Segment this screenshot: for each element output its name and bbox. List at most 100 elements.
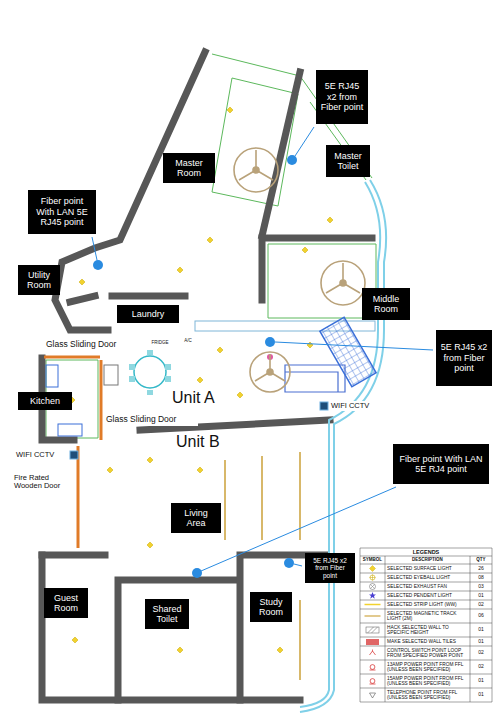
room-name: Kitchen [30, 396, 60, 406]
plan-label: Glass Sliding Door [46, 339, 142, 351]
glass-wall [300, 180, 386, 712]
room-name: Master Room [166, 158, 212, 179]
quantity-cell: 02 [471, 661, 491, 674]
quantity-cell: 06 [471, 610, 491, 623]
legend-text: TELEPHONE POINT FROM FFL (UNLESS BEEN SP… [387, 690, 469, 701]
quantity-cell: 02 [471, 647, 491, 660]
legend-symbol [366, 627, 379, 633]
legend-text: SELECTED SURFACE LIGHT [387, 566, 452, 571]
room-label-box: Laundry [117, 305, 179, 323]
quantity-cell: 08 [471, 574, 491, 582]
table-rule [360, 623, 492, 624]
plan-label: Unit B [176, 432, 236, 452]
surface-lights [69, 107, 333, 653]
room-label-box: Master Toilet [326, 145, 370, 177]
legend-row: HACK SELECTED WALL TO SPECIFIC HEIGHT [387, 623, 469, 637]
room-name: Laundry [132, 309, 165, 319]
room-name: Fiber point With LAN 5E RJ4 point [396, 454, 486, 475]
legend-text: 15AMP POWER POINT FROM FFL (UNLESS BEEN … [387, 676, 469, 687]
quantity-cell: 01 [471, 638, 491, 646]
table-rule [360, 702, 492, 703]
legend-symbol [370, 584, 376, 590]
table-rule [470, 556, 471, 702]
legend-symbols [365, 566, 381, 699]
quantity-cell: 01 [471, 675, 491, 688]
room-label-box: 5E RJ45 x2 from Fiber point [436, 330, 492, 386]
ceiling-fans [234, 148, 365, 392]
table-header: SYMBOL [361, 557, 384, 564]
table-rule [360, 591, 492, 592]
quantity-cell: 01 [471, 689, 491, 702]
quantity-cell: 01 [471, 592, 491, 600]
room-label-box: 5E RJ45 x2 from Fiber point [305, 553, 355, 583]
room-name: Middle Room [365, 294, 407, 315]
room-name: Fiber point With LAN 5E RJ45 point [31, 196, 93, 227]
legend-row: SELECTED EXHAUST FAN [387, 582, 469, 591]
legend-row: SELECTED MAGNETIC TRACK LIGHT (2M) [387, 609, 469, 623]
legend-row: SELECTED STRIP LIGHT (WW) [387, 600, 469, 609]
room-label-box: Master Room [163, 153, 215, 183]
room-label-box: Living Area [171, 503, 221, 533]
room-label-box: Utility Room [18, 265, 60, 295]
table-rule [360, 637, 492, 638]
room-label-box: Middle Room [362, 288, 410, 320]
table-rule [360, 600, 492, 601]
legend-row: SELECTED SURFACE LIGHT [387, 564, 469, 573]
legend-row: 13AMP POWER POINT FROM FFL (UNLESS BEEN … [387, 660, 469, 674]
legend-row: CONTROL SWITCH POINT LOOP FROM SPECIFIED… [387, 646, 469, 660]
table-rule [360, 573, 492, 574]
legend-row: MAKE SELECTED WALL TILES [387, 637, 469, 646]
legend-symbol [365, 604, 381, 605]
legend-text: SELECTED STRIP LIGHT (WW) [387, 602, 457, 607]
legend-swatch [366, 639, 379, 645]
legend-symbol [370, 566, 376, 572]
room-name: Master Toilet [329, 151, 367, 172]
table-rule [360, 646, 492, 647]
quantity-cell: 03 [471, 583, 491, 591]
room-name: Guest Room [47, 593, 85, 614]
room-label-box: 5E RJ45 x2 from Fiber point [316, 70, 368, 124]
room-name: Study Room [253, 597, 289, 618]
room-label-box: Fiber point With LAN 5E RJ4 point [393, 444, 489, 484]
table-rule [385, 556, 386, 702]
room-name: 5E RJ45 x2 from Fiber point [308, 557, 352, 579]
legend-text: MAKE SELECTED WALL TILES [387, 639, 456, 644]
legend-symbol [365, 616, 381, 617]
table-rule [360, 688, 492, 689]
legend-symbol [370, 650, 376, 656]
legend-text: CONTROL SWITCH POINT LOOP FROM SPECIFIED… [387, 648, 469, 659]
table-rule [360, 660, 492, 661]
plan-label: A/C [180, 337, 196, 345]
legend-symbol [370, 575, 376, 581]
room-label-box: Study Room [250, 592, 292, 622]
quantity-cell: 02 [471, 601, 491, 609]
strip-lights [225, 452, 300, 680]
legend-text: SELECTED EYEBALL LIGHT [387, 575, 450, 580]
table-header: DESCRIPTION [386, 557, 469, 564]
walls [42, 52, 372, 700]
table-rule [360, 564, 492, 565]
cctv-icons [70, 402, 328, 459]
leader-lines [92, 127, 433, 571]
table-rule [360, 556, 492, 557]
network-points [93, 155, 297, 578]
room-name: Shared Toilet [148, 604, 186, 625]
legend-text: SELECTED MAGNETIC TRACK LIGHT (2M) [387, 611, 469, 622]
table-rule [492, 548, 493, 702]
legend-text: HACK SELECTED WALL TO SPECIFIC HEIGHT [387, 625, 469, 636]
table-header: QTY [471, 557, 491, 564]
table-rule [360, 548, 361, 702]
table-rule [360, 609, 492, 610]
table-rule [360, 548, 492, 549]
plan-label: WIFI CCTV [16, 450, 68, 460]
plan-label: Fire Rated Wooden Door [14, 474, 72, 491]
room-label-box: Fiber point With LAN 5E RJ45 point [28, 190, 96, 234]
furniture [46, 317, 376, 436]
table-rule [360, 674, 492, 675]
legend-row: TELEPHONE POINT FROM FFL (UNLESS BEEN SP… [387, 688, 469, 702]
legend-text: SELECTED PENDENT LIGHT [387, 593, 452, 598]
legend-text: 13AMP POWER POINT FROM FFL (UNLESS BEEN … [387, 662, 469, 673]
room-name: Utility Room [21, 270, 57, 291]
plan-label: FRIDGE [146, 339, 174, 347]
